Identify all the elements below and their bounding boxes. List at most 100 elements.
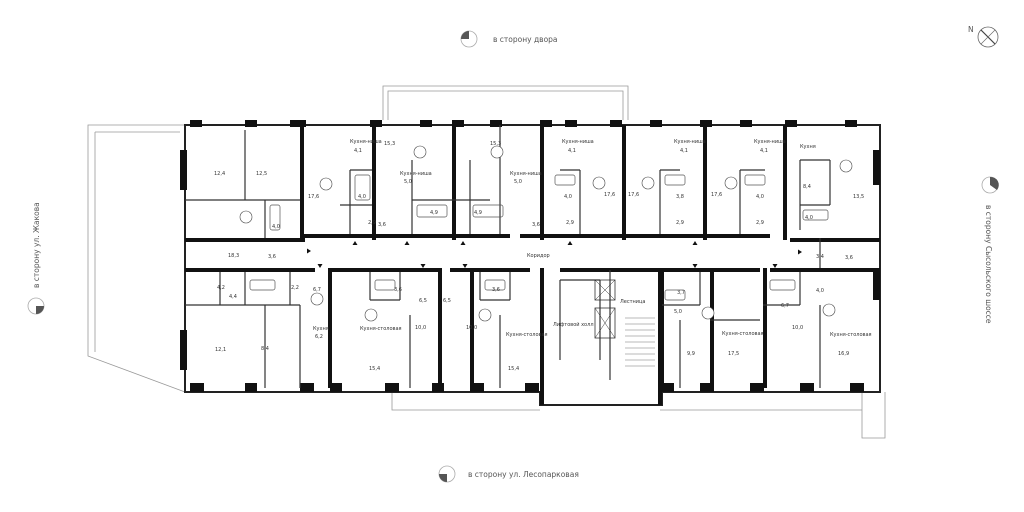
apartment-type-badge[interactable] [310,292,324,306]
room-label: Кухня [313,326,329,332]
room-label: 3,7 [677,290,685,296]
apartment-type-badge[interactable] [364,308,378,322]
room-label: 2,9 [756,220,764,226]
entrance-marker-icon [460,241,466,245]
wall [790,238,880,242]
core-wall [658,268,662,405]
room-label: Кухня-столовая [830,332,872,338]
facade-pier [740,120,752,127]
bathtub-icon [802,209,829,221]
fixtures [249,174,829,367]
facade-pier [330,383,342,392]
side-pier [873,270,880,300]
room-label: 4,0 [756,194,764,200]
apartment-type-badge[interactable] [239,210,253,224]
apartment-type-badge[interactable] [701,306,715,320]
core: Лифтовой холл Лестница [553,299,645,328]
facade-pier [610,120,622,127]
room-label: 10,0 [415,325,426,331]
facade-pier [420,120,432,127]
side-pier [873,150,880,185]
room-label: 17,6 [711,192,722,198]
bathtub-icon [769,279,796,291]
apartment-type-badge[interactable] [724,176,738,190]
room-label: 15,3 [384,141,395,147]
party-wall [470,268,474,388]
apartment-type-badge[interactable] [478,308,492,322]
room-label: 4,1 [568,148,576,154]
facade-pier [750,383,764,392]
facade-pier [245,120,257,127]
facade-pier [290,120,306,127]
elevator-icon [594,279,616,301]
direction-top-label: в сторону двора [493,35,558,44]
facade-pier [385,383,399,392]
room-label: 3,6 [492,287,500,293]
facade-pier [190,120,202,127]
room-label: 3,6 [394,287,402,293]
stairs-label: Лестница [620,299,645,305]
direction-top: в сторону двора [460,30,558,48]
room-label: 17,6 [628,192,639,198]
facade-pier [660,383,674,392]
room-label: 17,5 [728,351,739,357]
bathtub-icon [554,174,576,186]
room-label: 6,5 [443,298,451,304]
compass-north-label: N [968,25,974,34]
apartment-badges [239,145,853,322]
room-label: Кухня-ниша [510,171,542,177]
room-label: 3,6 [378,222,386,228]
party-wall [438,268,442,388]
apartment-type-badge[interactable] [413,145,427,159]
room-label: 12,4 [214,171,225,177]
lift-hall-label: Лифтовой холл [553,321,594,328]
apartment-type-badge[interactable] [490,145,504,159]
wall [300,234,510,238]
direction-left-label: в сторону ул. Жакова [32,202,41,288]
room-label: Кухня-ниша [400,171,432,177]
compass: N [968,25,999,48]
apartment-type-badge[interactable] [592,176,606,190]
party-wall [710,268,714,388]
room-label: 10,0 [792,325,803,331]
bathtub-icon [484,279,506,291]
room-label: 2,2 [291,285,299,291]
room-label: 16,9 [838,351,849,357]
elevator-cross [594,279,616,301]
wall [185,268,315,272]
entrance-marker-icon [692,264,698,268]
facade-pier [565,120,577,127]
room-label: 4,1 [680,148,688,154]
apartment-type-badge[interactable] [319,177,333,191]
apartment-type-badge[interactable] [839,159,853,173]
party-wall [328,268,332,388]
room-label: 8,4 [803,184,811,190]
wall [520,234,770,238]
room-label: 3,8 [676,194,684,200]
room-label: 6,7 [313,287,321,293]
facade-pier [190,383,204,392]
room-label: 6,2 [315,334,323,340]
facade-pier [700,383,714,392]
room-label: Кухня-ниша [754,139,786,145]
room-label: 4,0 [272,224,280,230]
room-label: 2,9 [676,220,684,226]
facade-pier [525,383,539,392]
apartment-type-badge[interactable] [641,176,655,190]
bathtub-icon [249,279,276,291]
wall [450,268,530,272]
party-wall [540,125,544,240]
sun-sector-icon [439,474,447,482]
bathtub-icon [354,174,371,201]
facade-pier [540,120,552,127]
room-label: 3,6 [532,222,540,228]
core-wall [540,268,544,405]
apartment-type-badge[interactable] [822,303,836,317]
bathtub-icon [744,174,766,186]
room-label: 6,5 [419,298,427,304]
entrance-marker-icon [772,264,778,268]
room-label: 12,1 [215,347,226,353]
bathtub-icon [416,204,448,218]
bathtub-icon [472,204,504,218]
